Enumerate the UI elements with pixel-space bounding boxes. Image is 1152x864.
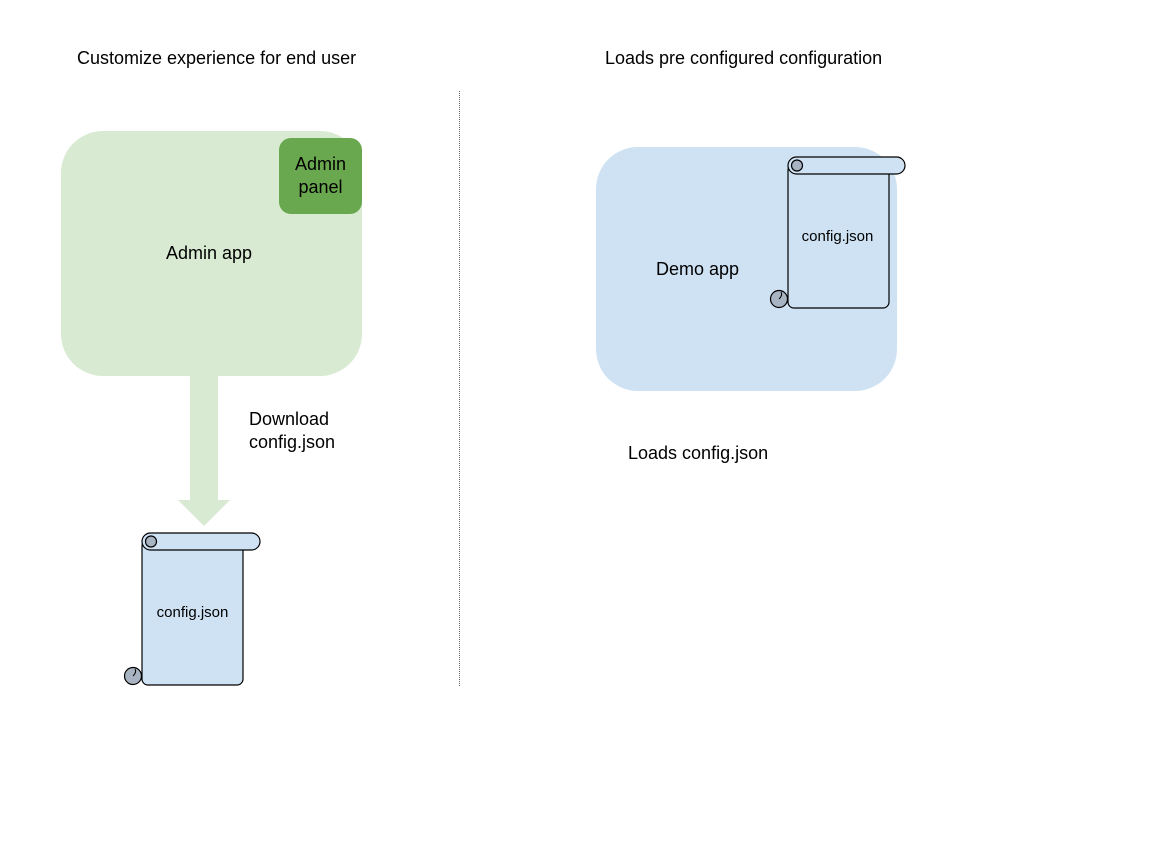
download-arrow <box>178 376 230 526</box>
left-heading: Customize experience for end user <box>77 48 357 68</box>
demo-config-scroll-label: config.json <box>801 228 874 245</box>
admin-panel-label-1: Admin <box>294 154 347 174</box>
config-scroll-icon <box>123 532 261 686</box>
admin-panel-label-2: panel <box>298 177 343 197</box>
right-heading: Loads pre configured configuration <box>605 48 883 68</box>
config-scroll-icon <box>769 156 906 309</box>
download-label-2: config.json <box>249 432 336 452</box>
download-label: Download config.json <box>249 408 335 454</box>
loads-config-caption: Loads config.json <box>628 443 769 463</box>
admin-panel-box: Admin panel <box>279 138 362 214</box>
section-divider <box>459 91 460 686</box>
demo-app-label: Demo app <box>656 259 740 279</box>
download-label-1: Download <box>249 409 330 429</box>
admin-app-label: Admin app <box>166 243 253 263</box>
config-scroll-label: config.json <box>156 604 229 621</box>
